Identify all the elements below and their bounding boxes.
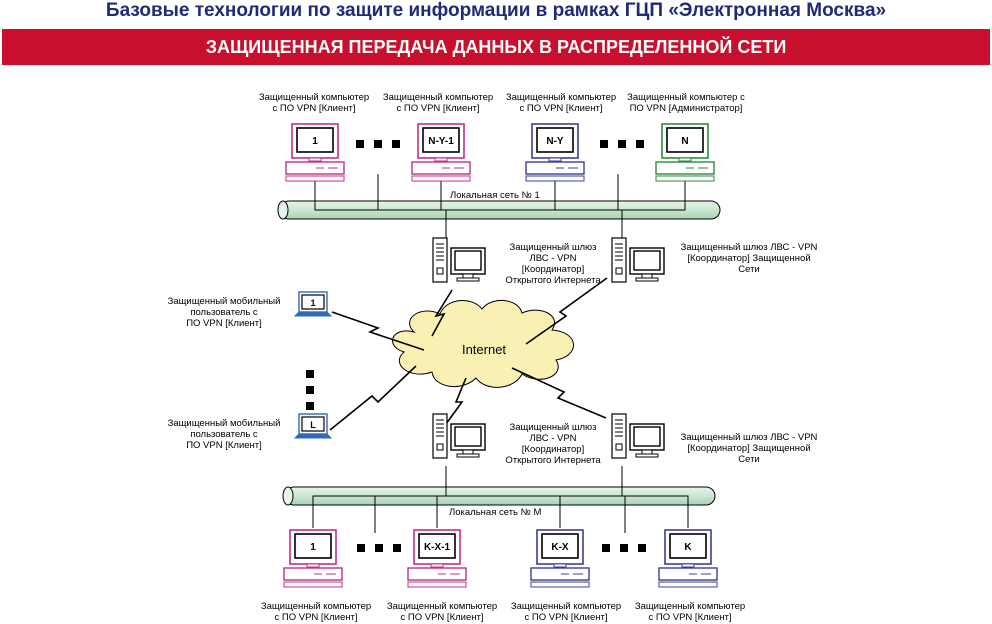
computer-screen-label: K xyxy=(684,542,692,553)
link-botgw2-internet xyxy=(511,367,607,419)
computer-screen-label: K-X-1 xyxy=(424,542,451,553)
mobile-l-label: Защищенный мобильный пользователь с ПО V… xyxy=(167,418,281,451)
top-lan-wiring xyxy=(314,174,686,238)
bottom-gateway-secure-label: Защищенный шлюз ЛВС - VPN [Координатор] … xyxy=(680,432,818,465)
top-computer-1-label: Защищенный компьютер с ПО VPN [Клиент] xyxy=(258,92,370,114)
bottom-computer-1: 1 xyxy=(283,529,343,588)
computer-screen-label: N-Y-1 xyxy=(428,136,454,147)
link-botgw1-internet xyxy=(445,377,467,425)
computer-screen-label: N-Y xyxy=(546,136,564,147)
top-computer-n-y: N-Y xyxy=(525,123,585,182)
top-computer-ny1-label: Защищенный компьютер с ПО VPN [Клиент] xyxy=(382,92,494,114)
top-computer-n-admin: N xyxy=(655,123,715,182)
section-banner: ЗАЩИЩЕННАЯ ПЕРЕДАЧА ДАННЫХ В РАСПРЕДЕЛЕН… xyxy=(2,29,990,65)
link-topgw1-internet xyxy=(431,289,453,337)
top-lan-label: Локальная сеть № 1 xyxy=(450,190,540,201)
top-computer-n-label: Защищенный компьютер с ПО VPN [Администр… xyxy=(627,92,745,114)
ellipsis-bottom-right xyxy=(602,544,646,552)
link-mobile1-internet xyxy=(331,311,425,351)
gateway-top-secure-network xyxy=(611,237,665,283)
bottom-gateway-open-label: Защищенный шлюз ЛВС - VPN [Координатор] … xyxy=(505,422,601,466)
bottom-computer-k-x: K-X xyxy=(530,529,590,588)
computer-screen-label: 1 xyxy=(312,136,318,147)
top-gateway-secure-label: Защищенный шлюз ЛВС - VPN [Координатор] … xyxy=(680,242,818,275)
top-computer-1: 1 xyxy=(285,123,345,182)
ellipsis-bottom-left xyxy=(357,544,401,552)
link-topgw2-internet xyxy=(525,277,608,345)
gateway-bottom-open-internet xyxy=(432,413,486,459)
computer-screen-label: K-X xyxy=(551,542,569,553)
computer-screen-label: 1 xyxy=(310,542,316,553)
bottom-computer-k-label: Защищенный компьютер с ПО VPN [Клиент] xyxy=(634,601,746,623)
top-gateway-open-label: Защищенный шлюз ЛВС - VPN [Координатор] … xyxy=(505,242,601,286)
internet-label: Internet xyxy=(462,342,506,357)
top-computer-ny-label: Защищенный компьютер с ПО VPN [Клиент] xyxy=(505,92,617,114)
top-computer-n-y-1: N-Y-1 xyxy=(411,123,471,182)
bottom-computer-kx-label: Защищенный компьютер с ПО VPN [Клиент] xyxy=(510,601,622,623)
internet-cloud: Internet xyxy=(392,300,574,388)
laptop-screen-label: 1 xyxy=(310,298,315,308)
bottom-computer-1-label: Защищенный компьютер с ПО VPN [Клиент] xyxy=(260,601,372,623)
wan-links xyxy=(329,277,608,431)
link-mobileL-internet xyxy=(329,365,417,431)
bottom-computer-k: K xyxy=(658,529,718,588)
ellipsis-top-left xyxy=(356,140,400,148)
bottom-lan-wiring xyxy=(312,466,689,533)
mobile-user-l: L xyxy=(293,413,333,439)
page-title: Базовые технологии по защите информации … xyxy=(105,0,887,21)
gateway-bottom-secure-network xyxy=(611,413,665,459)
laptop-screen-label: L xyxy=(310,420,316,430)
ellipsis-mobiles xyxy=(306,370,314,410)
bottom-computer-k-x-1: K-X-1 xyxy=(407,529,467,588)
mobile-user-1: 1 xyxy=(293,291,333,317)
mobile-1-label: Защищенный мобильный пользователь с ПО V… xyxy=(167,296,281,329)
ellipsis-top-right xyxy=(600,140,644,148)
computer-screen-label: N xyxy=(681,136,688,147)
bottom-computer-kx1-label: Защищенный компьютер с ПО VPN [Клиент] xyxy=(386,601,498,623)
banner-title: ЗАЩИЩЕННАЯ ПЕРЕДАЧА ДАННЫХ В РАСПРЕДЕЛЕН… xyxy=(205,37,787,57)
bottom-lan-label: Локальная сеть № M xyxy=(449,507,541,518)
gateway-top-open-internet xyxy=(432,237,486,283)
